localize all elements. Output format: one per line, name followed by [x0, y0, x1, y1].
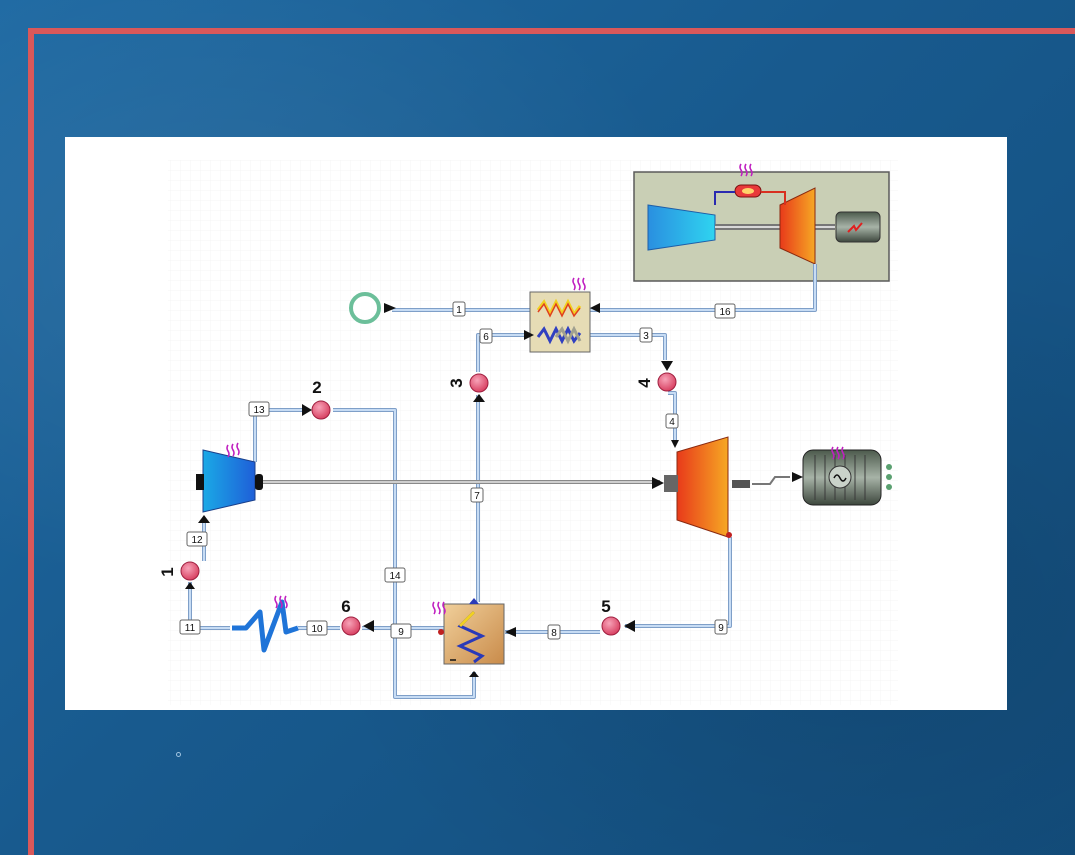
node-label-2: 2: [312, 378, 321, 397]
cooler[interactable]: [232, 595, 299, 653]
stream-label-4: 4: [665, 413, 679, 429]
svg-text:4: 4: [669, 417, 675, 428]
svg-text:11: 11: [185, 623, 196, 634]
cycle-diagram: 1 16 6 3 4 13 7 12 14 11 10 9 8 9 2 5 6 …: [158, 160, 898, 705]
node-label-5: 5: [601, 597, 610, 616]
sink-icon[interactable]: [349, 292, 381, 324]
node-markers[interactable]: [180, 361, 677, 636]
slide-dot: [176, 752, 181, 757]
stream-label-9: [714, 619, 728, 635]
node-label-3: 3: [447, 378, 466, 387]
stream-label-12: 11: [179, 619, 201, 635]
lower-heat-exchanger[interactable]: [432, 598, 516, 677]
main-shaft: [262, 476, 790, 488]
svg-text:6: 6: [483, 332, 489, 343]
svg-text:12: 12: [191, 535, 203, 546]
node-4-marker: [657, 372, 677, 392]
node-6-marker: [341, 616, 361, 636]
stream-label-13: 12: [186, 531, 208, 547]
stream-label-15: 14: [384, 567, 406, 583]
svg-text:1: 1: [456, 305, 462, 316]
gas-turbine-unit[interactable]: [633, 163, 890, 282]
svg-text:10: 10: [311, 624, 323, 635]
stream-label-1: 1: [452, 301, 466, 317]
stream-label-14: 13: [248, 401, 270, 417]
upper-heat-exchanger[interactable]: [524, 277, 600, 353]
stream-label-3: 3: [639, 327, 653, 343]
stream-label-8: 8: [547, 624, 561, 640]
frame-border-left: [28, 28, 34, 855]
stream-label-6: 6: [479, 328, 493, 344]
node-labels: 2 5 6 3 4 1: [158, 378, 654, 616]
main-turbine[interactable]: [652, 436, 732, 538]
svg-text:7: 7: [474, 491, 480, 502]
node-label-6: 6: [341, 597, 350, 616]
compressor[interactable]: [196, 442, 263, 513]
stream-label-9-text: 9: [718, 623, 724, 634]
node-2-marker: [311, 400, 331, 420]
svg-text:13: 13: [253, 405, 265, 416]
svg-text:8: 8: [551, 628, 557, 639]
stream-label-7: 7: [470, 487, 484, 503]
svg-text:9: 9: [398, 627, 404, 638]
stream-label-11: 10: [306, 620, 328, 636]
stream-label-16: 16: [714, 303, 736, 319]
node-5-marker: [601, 616, 621, 636]
svg-text:14: 14: [389, 571, 401, 582]
node-label-1: 1: [158, 567, 177, 576]
generator[interactable]: [792, 446, 892, 506]
diagram-panel: 1 16 6 3 4 13 7 12 14 11 10 9 8 9 2 5 6 …: [65, 137, 1007, 710]
stream-label-10: 9: [390, 623, 412, 639]
frame-border-top: [28, 28, 1075, 34]
svg-text:16: 16: [719, 307, 731, 318]
node-3-marker: [469, 373, 489, 393]
stream-labels: 1 16 6 3 4 13 7 12 14 11 10 9 8: [179, 301, 736, 640]
svg-text:3: 3: [643, 331, 649, 342]
node-1-marker: [180, 561, 200, 581]
node-label-4: 4: [635, 378, 654, 388]
